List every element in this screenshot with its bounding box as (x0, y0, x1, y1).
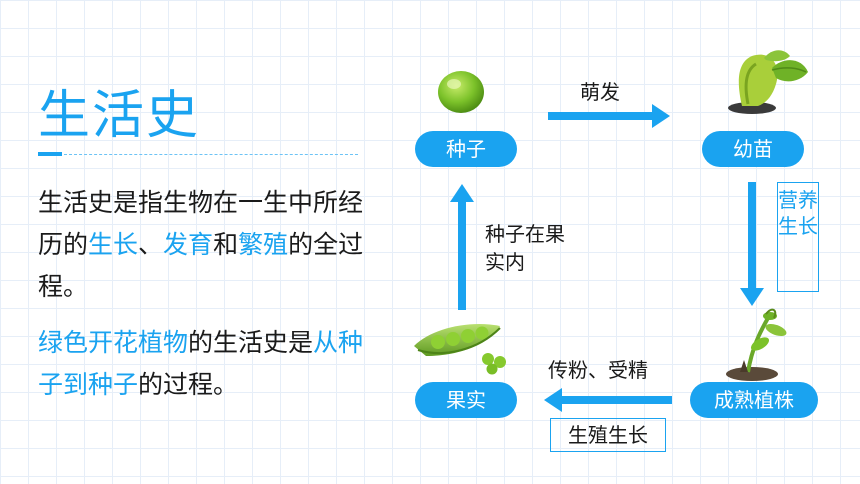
title-dashed-rule (64, 154, 358, 155)
pea-pod-icon (414, 324, 506, 375)
definition-paragraph: 生活史是指生物在一生中所经历的生长、发育和繁殖的全过程。 (38, 182, 368, 308)
def-highlight-reproduction: 繁殖 (238, 230, 289, 259)
label-pollination: 传粉、受精 (548, 358, 648, 382)
stage-seed: 种子 (415, 131, 517, 167)
page-title: 生活史 (38, 86, 201, 146)
plant-text-2: 的过程。 (138, 370, 239, 399)
def-text-4: 的全过程。 (38, 230, 364, 301)
def-text-3: 和 (213, 230, 239, 259)
label-reproductive-growth: 生殖生长 (550, 418, 666, 452)
stage-seedling: 幼苗 (702, 131, 804, 167)
seedling-icon (728, 50, 808, 114)
arrow-right-icon (548, 104, 670, 128)
title-underline-bar (38, 152, 62, 156)
plant-highlight-flowering: 绿色开花植物 (38, 328, 189, 357)
label-vegetative-growth: 营养生长 (777, 182, 819, 292)
arrow-left-icon (544, 388, 672, 412)
plant-highlight-seed-to-seed: 从种子到种子 (38, 328, 364, 399)
stage-fruit: 果实 (415, 382, 517, 418)
label-seed-in-fruit: 种子在果实内 (485, 222, 565, 274)
plant-text-1: 的生活史是 (188, 328, 314, 357)
def-highlight-growth: 生长 (88, 230, 139, 259)
pea-seed-icon (438, 71, 484, 113)
def-text-1: 生活史是指生物在一生中所经历的 (38, 188, 364, 259)
mature-plant-icon (726, 308, 787, 381)
def-text-2: 、 (138, 230, 164, 259)
stage-mature-plant: 成熟植株 (690, 382, 818, 418)
arrow-down-icon (740, 182, 764, 306)
def-highlight-development: 发育 (163, 230, 214, 259)
arrow-up-icon (450, 184, 474, 310)
label-germination: 萌发 (580, 80, 620, 104)
plant-paragraph: 绿色开花植物的生活史是从种子到种子的过程。 (38, 322, 368, 406)
